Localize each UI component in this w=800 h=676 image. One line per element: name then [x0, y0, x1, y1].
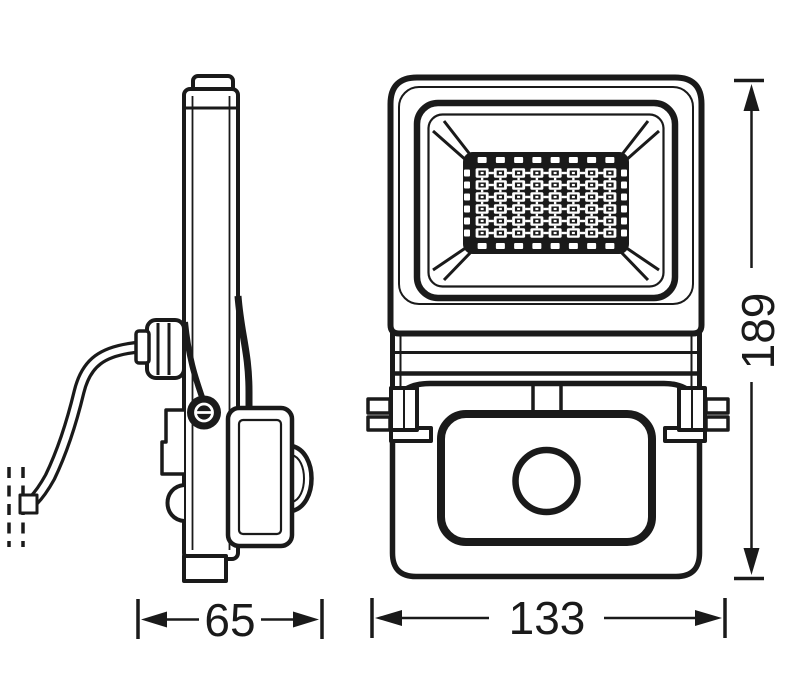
- dimension-width-arrow-left: [375, 610, 402, 626]
- lug-screw-left-top: [366, 397, 392, 415]
- dimension-height: 189: [732, 78, 784, 581]
- dimension-depth-arrow-right: [293, 611, 319, 628]
- housing-top-notch: [531, 385, 563, 413]
- dimension-width-value: 133: [509, 592, 586, 644]
- power-cable-core: [28, 343, 142, 506]
- led-panel: [463, 152, 629, 254]
- dimension-depth: 65: [136, 594, 324, 646]
- dimension-depth-ticks: [136, 599, 324, 639]
- dimension-width-ticks: [370, 598, 727, 638]
- dimension-width-arrow-right: [695, 610, 722, 626]
- front-inner-frame-line: [398, 86, 694, 305]
- cable-gland-body: [145, 318, 186, 380]
- dimension-height-arrow-down: [743, 548, 760, 575]
- sensor-dome-side: [291, 443, 314, 514]
- cable-gland-nose: [134, 329, 151, 365]
- bracket-arm-front: [182, 321, 206, 401]
- sensor-housing-side: [225, 405, 295, 549]
- body-side-walls-inner: [399, 334, 693, 390]
- lug-screw-right-top: [704, 397, 730, 415]
- sensor-dome-side-inner-arc: [291, 454, 305, 503]
- wall-mount-plate: [18, 493, 39, 515]
- mounting-bracket-plate: [160, 408, 184, 476]
- side-bottom-cap: [182, 554, 228, 583]
- cable-gland-ridges: [156, 323, 171, 375]
- dimension-height-value: 189: [732, 293, 784, 370]
- dimension-height-arrow-up: [743, 84, 760, 111]
- lug-screw-right-bottom: [704, 415, 730, 432]
- reflector-facet-lines: [432, 120, 660, 282]
- dimension-height-ticks: [734, 78, 764, 581]
- reflector-rim: [427, 113, 665, 288]
- front-view: [366, 74, 730, 580]
- bracket-knob-bump: [165, 483, 185, 523]
- sensor-housing-side-inner: [237, 418, 283, 536]
- dimension-width: 133: [370, 592, 727, 644]
- bracket-arm-rear: [234, 295, 253, 412]
- side-view: [7, 74, 314, 583]
- dimension-depth-value: 65: [204, 594, 255, 646]
- pir-dome-circle: [512, 446, 581, 516]
- lug-screw-left-bottom: [366, 415, 392, 432]
- led-chip-array: [464, 157, 627, 249]
- dimension-depth-arrow-left: [141, 611, 167, 628]
